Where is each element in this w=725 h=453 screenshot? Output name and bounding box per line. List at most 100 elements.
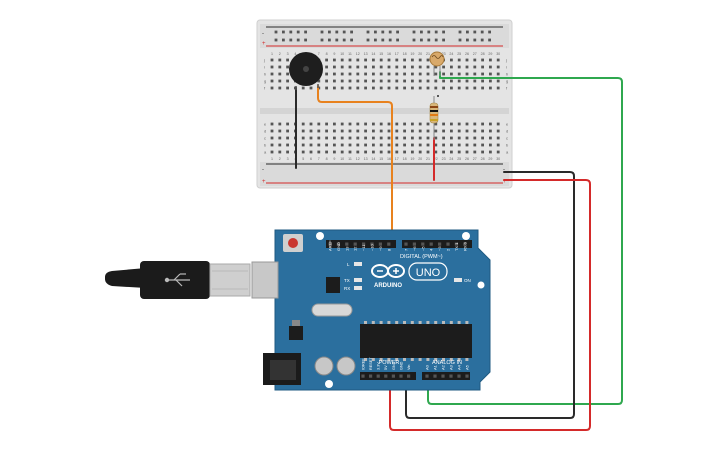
breadboard-hole[interactable]: [387, 58, 391, 62]
breadboard-hole[interactable]: [473, 72, 477, 76]
rail-hole[interactable]: [282, 30, 285, 34]
breadboard-hole[interactable]: [403, 136, 406, 140]
breadboard-hole[interactable]: [434, 150, 438, 154]
header-pin[interactable]: [454, 242, 458, 246]
breadboard-hole[interactable]: [333, 65, 336, 69]
breadboard-hole[interactable]: [278, 122, 282, 126]
rail-hole[interactable]: [488, 30, 491, 34]
breadboard-hole[interactable]: [411, 86, 414, 90]
breadboard-hole[interactable]: [356, 65, 360, 69]
breadboard-hole[interactable]: [418, 72, 422, 76]
breadboard-hole[interactable]: [301, 136, 305, 140]
breadboard-hole[interactable]: [325, 72, 328, 76]
breadboard-hole[interactable]: [286, 150, 289, 154]
breadboard-hole[interactable]: [348, 136, 352, 140]
breadboard-hole[interactable]: [457, 129, 461, 133]
breadboard-hole[interactable]: [372, 79, 375, 83]
breadboard-hole[interactable]: [309, 150, 313, 154]
rail-hole[interactable]: [366, 30, 370, 34]
breadboard-hole[interactable]: [270, 79, 274, 83]
breadboard-hole[interactable]: [481, 79, 484, 83]
breadboard-hole[interactable]: [473, 143, 477, 147]
breadboard-hole[interactable]: [387, 72, 391, 76]
breadboard-hole[interactable]: [364, 58, 367, 62]
breadboard-hole[interactable]: [372, 72, 375, 76]
breadboard-hole[interactable]: [442, 65, 445, 69]
breadboard-hole[interactable]: [340, 65, 344, 69]
breadboard-hole[interactable]: [278, 129, 282, 133]
breadboard-hole[interactable]: [411, 58, 414, 62]
breadboard-hole[interactable]: [278, 150, 282, 154]
breadboard-hole[interactable]: [481, 58, 484, 62]
breadboard-hole[interactable]: [450, 86, 453, 90]
header-pin[interactable]: [463, 242, 467, 246]
breadboard-hole[interactable]: [473, 136, 477, 140]
rail-hole[interactable]: [488, 38, 491, 42]
breadboard-hole[interactable]: [450, 65, 453, 69]
breadboard-hole[interactable]: [496, 65, 500, 69]
breadboard-hole[interactable]: [395, 58, 399, 62]
breadboard-hole[interactable]: [340, 58, 344, 62]
rail-hole[interactable]: [427, 38, 431, 42]
breadboard-hole[interactable]: [457, 65, 461, 69]
breadboard-hole[interactable]: [465, 122, 469, 126]
breadboard-hole[interactable]: [403, 122, 406, 126]
breadboard-hole[interactable]: [325, 58, 328, 62]
rail-hole[interactable]: [282, 38, 285, 42]
breadboard-hole[interactable]: [465, 129, 469, 133]
breadboard-hole[interactable]: [356, 143, 360, 147]
breadboard-hole[interactable]: [426, 143, 430, 147]
breadboard-hole[interactable]: [364, 150, 367, 154]
header-pin[interactable]: [369, 374, 373, 378]
breadboard-hole[interactable]: [333, 58, 336, 62]
breadboard-hole[interactable]: [457, 122, 461, 126]
breadboard-hole[interactable]: [301, 86, 305, 90]
rail-hole[interactable]: [374, 30, 377, 34]
breadboard-hole[interactable]: [278, 79, 282, 83]
breadboard-hole[interactable]: [387, 122, 391, 126]
breadboard-hole[interactable]: [340, 86, 344, 90]
breadboard-hole[interactable]: [481, 72, 484, 76]
breadboard-hole[interactable]: [317, 129, 321, 133]
rail-hole[interactable]: [420, 38, 423, 42]
breadboard-hole[interactable]: [317, 143, 321, 147]
header-pin[interactable]: [449, 374, 453, 378]
rail-hole[interactable]: [466, 38, 469, 42]
breadboard-hole[interactable]: [356, 122, 360, 126]
breadboard-hole[interactable]: [372, 136, 375, 140]
breadboard-hole[interactable]: [403, 150, 406, 154]
breadboard-hole[interactable]: [325, 129, 328, 133]
breadboard-hole[interactable]: [403, 65, 406, 69]
breadboard-hole[interactable]: [356, 72, 360, 76]
breadboard-hole[interactable]: [481, 129, 484, 133]
header-pin[interactable]: [412, 242, 416, 246]
breadboard-hole[interactable]: [372, 150, 375, 154]
rail-hole[interactable]: [304, 30, 307, 34]
breadboard-hole[interactable]: [356, 79, 360, 83]
breadboard-hole[interactable]: [340, 143, 344, 147]
rail-hole[interactable]: [296, 30, 300, 34]
breadboard-hole[interactable]: [457, 72, 461, 76]
rail-hole[interactable]: [328, 38, 331, 42]
breadboard-hole[interactable]: [403, 129, 406, 133]
header-pin[interactable]: [421, 242, 425, 246]
piezo-buzzer[interactable]: [289, 52, 323, 90]
breadboard-hole[interactable]: [411, 72, 414, 76]
header-pin[interactable]: [370, 242, 374, 246]
breadboard-hole[interactable]: [333, 79, 336, 83]
breadboard-hole[interactable]: [450, 143, 453, 147]
breadboard-hole[interactable]: [457, 143, 461, 147]
breadboard-hole[interactable]: [450, 72, 453, 76]
breadboard-hole[interactable]: [309, 86, 313, 90]
rail-hole[interactable]: [434, 30, 438, 34]
breadboard-hole[interactable]: [418, 58, 422, 62]
breadboard-hole[interactable]: [403, 72, 406, 76]
breadboard-hole[interactable]: [434, 86, 438, 90]
breadboard-hole[interactable]: [442, 143, 445, 147]
breadboard-hole[interactable]: [481, 122, 484, 126]
breadboard-hole[interactable]: [473, 65, 477, 69]
breadboard-hole[interactable]: [426, 79, 430, 83]
breadboard-hole[interactable]: [411, 122, 414, 126]
breadboard-hole[interactable]: [418, 122, 422, 126]
breadboard-hole[interactable]: [286, 129, 289, 133]
